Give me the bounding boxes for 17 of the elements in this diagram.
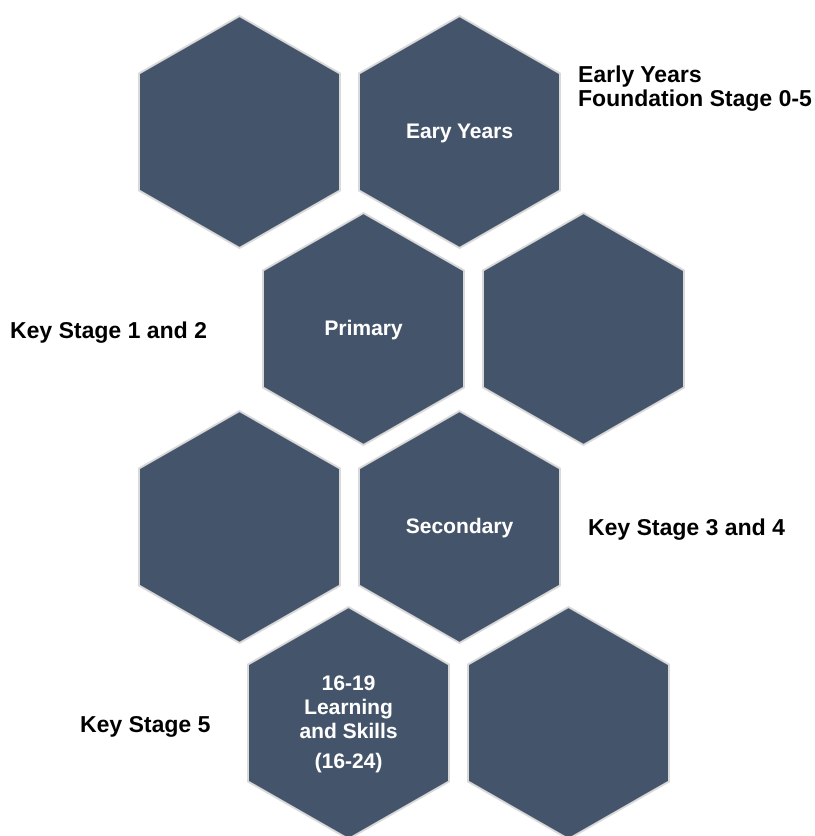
key-stage-caption: Key Stage 1 and 2 <box>10 318 208 342</box>
hexagon-tile <box>358 15 561 249</box>
hexagon-tile <box>138 15 341 249</box>
hexagon-tile <box>138 410 341 644</box>
hexagon-tile <box>247 606 450 836</box>
hexagon-tile <box>467 606 670 836</box>
stage-label: Eary Years <box>406 120 514 144</box>
key-stage-caption: Key Stage 5 <box>80 712 212 736</box>
stage-label: Secondary <box>406 514 514 540</box>
stage-label: 16-19 Learning and Skills <box>298 672 399 744</box>
hexagon-tile <box>482 212 685 446</box>
hexagon-tile <box>262 212 465 446</box>
stage-label: (16-24) <box>314 750 382 774</box>
key-stage-caption: Key Stage 3 and 4 <box>588 515 786 540</box>
hexagon-tile <box>358 410 561 644</box>
key-stage-caption: Early Years Foundation Stage 0-5 <box>578 62 813 110</box>
stage-label: Primary <box>324 316 403 342</box>
